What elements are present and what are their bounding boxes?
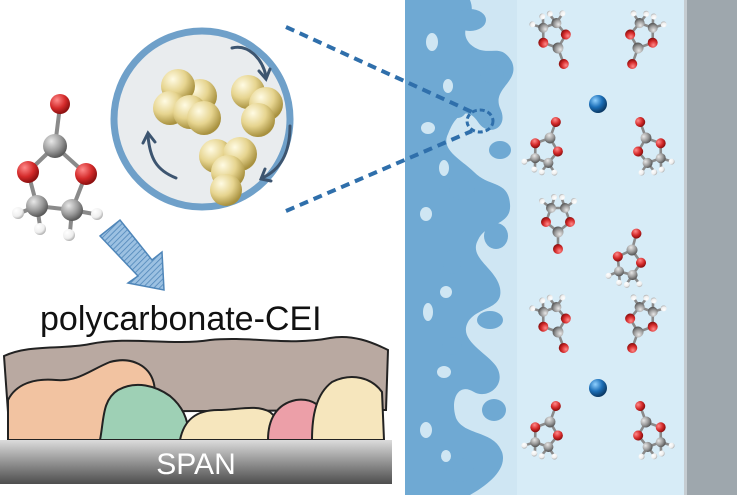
lithium-ions	[589, 95, 607, 397]
sulfur-cluster-top	[153, 69, 221, 135]
current-collector	[684, 0, 737, 495]
ec-molecule	[625, 10, 667, 69]
cycle-arrows	[141, 45, 292, 183]
porous-layer-pores	[420, 33, 453, 462]
lithium-ion-icon	[589, 379, 607, 397]
ec-molecule	[521, 117, 563, 176]
ec-molecule	[633, 401, 675, 460]
ec-molecule	[529, 10, 571, 69]
sulfur-cluster-bottom	[199, 137, 257, 206]
electrolyte-region	[517, 0, 684, 495]
ec-molecule	[625, 294, 667, 353]
ec-molecule	[539, 194, 577, 254]
ethylene-carbonate-molecule-icon	[12, 94, 103, 241]
span-label: SPAN	[156, 448, 235, 481]
cei-green-particle	[98, 383, 190, 441]
cei-cream-particle-right	[310, 376, 386, 441]
electrolyte-molecules	[521, 10, 675, 460]
span-electrode-bar	[0, 440, 392, 484]
lithium-ion-icon	[589, 95, 607, 113]
ec-molecule	[529, 294, 571, 353]
sulfur-cluster-right	[231, 75, 283, 137]
current-collector-edge	[684, 0, 687, 495]
hatched-arrow-icon	[98, 218, 165, 291]
cei-cream-particle-left	[178, 406, 282, 441]
zoom-source-circle	[465, 108, 495, 134]
ec-molecule	[605, 228, 647, 288]
zoom-leader-line-bottom	[285, 129, 473, 213]
cei-layer	[2, 336, 390, 441]
cei-label: polycarbonate-CEI	[40, 300, 322, 338]
ec-molecule	[521, 401, 563, 460]
zoom-leader-line-top	[285, 25, 473, 114]
zoom-circle-icon	[110, 27, 294, 211]
ec-molecule	[633, 117, 675, 176]
